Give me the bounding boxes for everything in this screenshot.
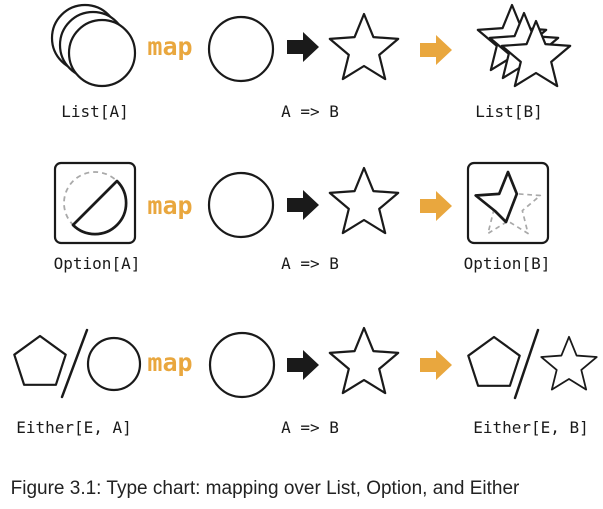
pentagon-or-circle-icon xyxy=(13,328,142,399)
result-type-label: Either[E, B] xyxy=(473,418,589,437)
function-type-label: A => B xyxy=(281,254,339,273)
source-type-label: Option[A] xyxy=(54,254,141,273)
function-arrow-icon xyxy=(287,190,319,220)
function-type-label: A => B xyxy=(281,102,339,121)
map-arrow-icon xyxy=(420,191,452,221)
type-chart-diagram: map List[A] A => B List[B] map xyxy=(13,3,598,437)
map-arrow-icon xyxy=(420,35,452,65)
function-arrow-icon xyxy=(287,32,319,62)
figure-caption: Figure 3.1: Type chart: mapping over Lis… xyxy=(10,478,520,499)
row-list: map List[A] A => B List[B] xyxy=(50,3,572,121)
stacked-circles-icon xyxy=(50,3,137,88)
map-arrow-icon xyxy=(420,350,452,380)
function-arrow-icon xyxy=(287,350,319,380)
result-type-label: Option[B] xyxy=(464,254,551,273)
circle-icon xyxy=(207,15,275,83)
stacked-stars-icon xyxy=(476,3,572,88)
circle-icon xyxy=(208,331,276,399)
star-icon xyxy=(328,12,400,81)
map-label: map xyxy=(147,191,192,220)
row-either: map Either[E, A] A => B Either[E, B] xyxy=(13,326,598,437)
pentagon-or-star-icon xyxy=(467,328,598,400)
map-label: map xyxy=(147,348,192,377)
slash-divider xyxy=(513,328,540,400)
row-option: map Option[A] A => B Option[B] xyxy=(53,161,551,273)
source-type-label: Either[E, A] xyxy=(16,418,132,437)
slash-divider xyxy=(60,328,89,399)
map-label: map xyxy=(147,32,192,61)
source-type-label: List[A] xyxy=(61,102,128,121)
star-icon xyxy=(328,166,400,235)
function-type-label: A => B xyxy=(281,418,339,437)
star-icon xyxy=(328,326,400,395)
result-type-label: List[B] xyxy=(475,102,542,121)
boxed-half-circle-icon xyxy=(53,161,137,245)
circle-icon xyxy=(207,171,275,239)
boxed-half-star-icon xyxy=(466,161,550,245)
